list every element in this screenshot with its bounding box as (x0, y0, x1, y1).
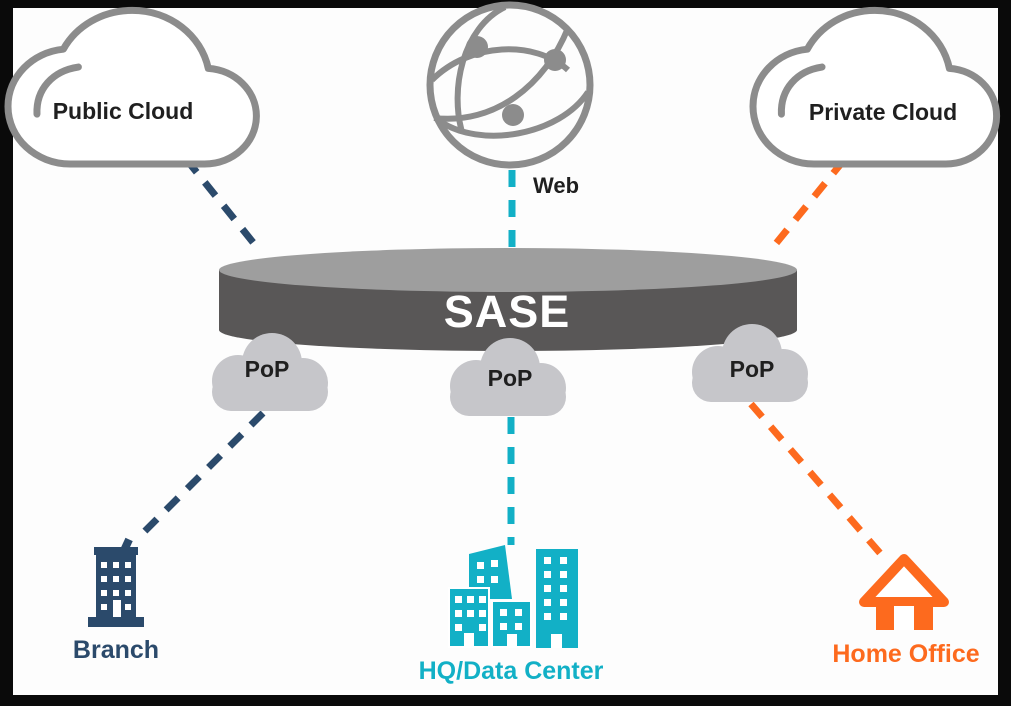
connection-private-cloud-sase (766, 157, 847, 255)
web-label: Web (532, 173, 580, 198)
connection-pop-branch (136, 410, 266, 540)
home-office-house-icon (859, 554, 949, 630)
connection-public-cloud-sase (183, 156, 263, 254)
public-cloud-icon (8, 10, 256, 164)
sase-disk (219, 248, 797, 351)
branch-building-icon (88, 537, 144, 627)
private-cloud-icon (753, 10, 997, 164)
connection-pop-home-office (748, 401, 889, 563)
pop-left-label: PoP (244, 356, 290, 382)
hq-buildings-icon (448, 545, 578, 648)
sase-label: SASE (443, 286, 571, 337)
pop-center-label: PoP (487, 365, 533, 391)
hq-data-center-label: HQ/Data Center (418, 657, 604, 685)
pop-right-label: PoP (729, 356, 775, 382)
globe-icon (426, 1, 594, 169)
public-cloud-label: Public Cloud (52, 98, 194, 124)
private-cloud-label: Private Cloud (808, 99, 958, 125)
branch-label: Branch (72, 636, 160, 664)
home-office-label: Home Office (832, 640, 980, 668)
